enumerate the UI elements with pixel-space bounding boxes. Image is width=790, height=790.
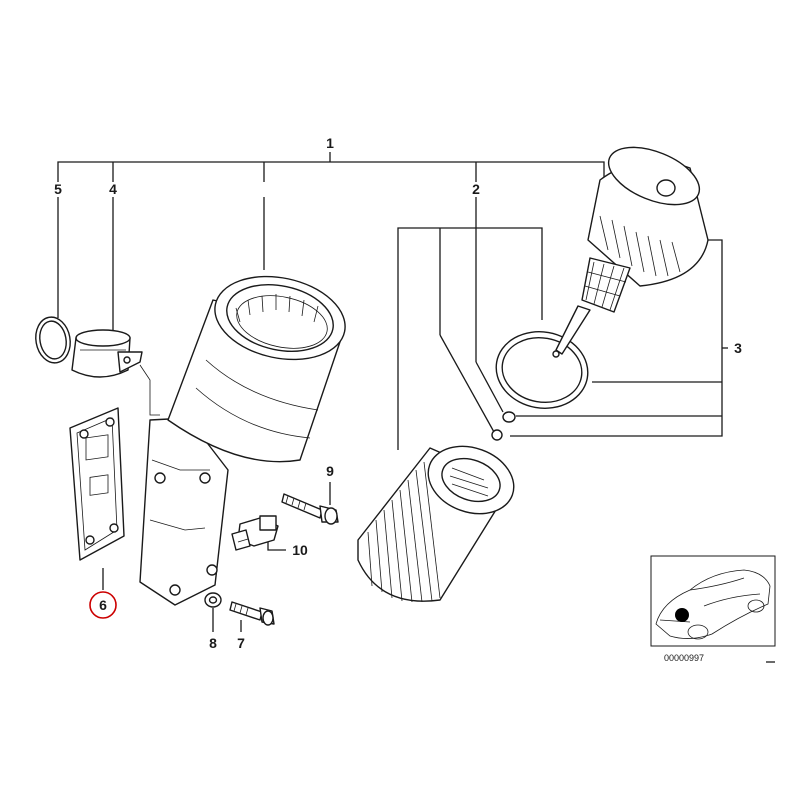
thumbnail-frame [650,555,776,647]
callouts: 1 2 3 4 5 6 7 8 9 10 [54,135,742,651]
leader-lines [57,152,728,632]
thumbnail-code: 00000997 [664,653,704,663]
callout-7[interactable]: 7 [237,635,245,651]
thermostat-part-4 [71,329,143,378]
callout-6[interactable]: 6 [99,597,107,613]
sensor-part-10 [231,515,279,551]
callout-10[interactable]: 10 [292,542,308,558]
filter-element-part-2 [357,445,515,603]
callout-9[interactable]: 9 [326,463,334,479]
washer-part-8 [204,592,222,608]
callout-1[interactable]: 1 [326,135,334,151]
location-marker [675,608,689,622]
filter-housing-part-1 [139,275,346,606]
bolt-part-9 [281,493,339,525]
seal-kit-part-3 [491,331,589,441]
callout-3[interactable]: 3 [734,340,742,356]
callout-8[interactable]: 8 [209,635,217,651]
vehicle-thumbnail: 00000997 [650,555,776,663]
callout-4[interactable]: 4 [109,181,117,197]
callout-2[interactable]: 2 [472,181,480,197]
bolt-part-7 [229,601,275,626]
callout-5[interactable]: 5 [54,181,62,197]
filter-cap-part-1 [552,146,709,358]
o-ring-part-5 [35,316,71,364]
gasket-part-6 [69,407,125,561]
callout-6-highlight [89,591,117,619]
